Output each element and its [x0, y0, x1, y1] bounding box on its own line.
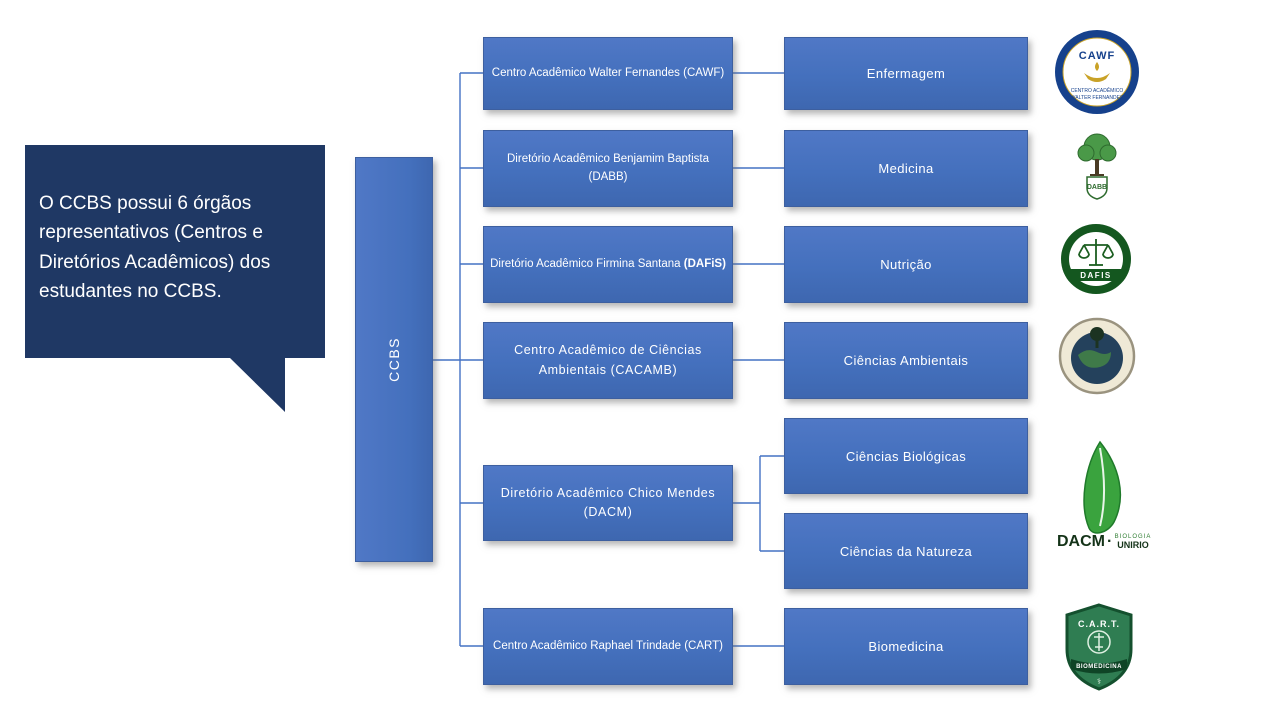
course-box-nutricao: Nutrição [784, 226, 1028, 303]
cacamb-tree-icon [1090, 327, 1104, 348]
course-box-ciencias-ambientais: Ciências Ambientais [784, 322, 1028, 399]
org-box-cacamb: Centro Acadêmico de Ciências Ambientais … [483, 322, 733, 399]
course-box-ciencias-biologicas: Ciências Biológicas [784, 418, 1028, 494]
course-box-label: Biomedicina [868, 639, 944, 654]
course-box-medicina: Medicina [784, 130, 1028, 207]
course-box-label: Ciências da Natureza [839, 543, 973, 559]
dabb-tree-icon [1077, 133, 1117, 176]
course-box-ciencias-da-natureza: Ciências da Natureza [784, 513, 1028, 589]
cart-logo: C.A.R.T. BIOMEDICINA ⚕ [1062, 602, 1136, 697]
cawf-lamp-icon [1084, 73, 1110, 82]
dabb-logo: DABB [1066, 130, 1128, 207]
ccbs-root-label: CCBS [386, 337, 402, 382]
dafis-scales-icon [1078, 239, 1114, 266]
org-box-dacm: Diretório Acadêmico Chico Mendes (DACM) [483, 465, 733, 541]
callout-text: O CCBS possui 6 órgãos representativos (… [39, 193, 271, 303]
course-box-biomedicina: Biomedicina [784, 608, 1028, 685]
cawf-caption-line1: CENTRO ACADÊMICO [1071, 86, 1124, 94]
course-box-enfermagem: Enfermagem [784, 37, 1028, 110]
dacm-abbr: DACM [1057, 533, 1105, 550]
org-box-label: Diretório Acadêmico Firmina Santana (DAF… [490, 256, 726, 274]
org-box-label-bold: (DAFiS) [683, 257, 726, 270]
cacamb-logo [1058, 317, 1136, 400]
cart-caduceus-icon: ⚕ [1097, 677, 1101, 686]
cart-ribbon [1071, 659, 1127, 674]
cawf-abbr: CAWF [1079, 50, 1115, 62]
cart-caption: BIOMEDICINA [1076, 664, 1122, 670]
dafis-abbr: DAFIS [1080, 271, 1112, 280]
org-box-label: Centro Acadêmico Raphael Trindade (CART) [493, 639, 723, 652]
dacm-separator: · [1107, 533, 1112, 550]
org-box-dabb: Diretório Acadêmico Benjamim Baptista (D… [483, 130, 733, 207]
dacm-caption-top: BIOLOGIA [1115, 534, 1152, 540]
org-box-dafis: Diretório Acadêmico Firmina Santana (DAF… [483, 226, 733, 303]
org-box-label: Centro Acadêmico Walter Fernandes (CAWF) [491, 66, 725, 79]
cart-abbr: C.A.R.T. [1078, 619, 1120, 629]
course-box-label: Ciências Biológicas [845, 448, 967, 464]
org-box-label: Centro Acadêmico de Ciências Ambientais … [514, 343, 702, 377]
dabb-shield [1086, 176, 1108, 200]
org-box-cart: Centro Acadêmico Raphael Trindade (CART) [483, 608, 733, 685]
course-box-label: Medicina [878, 161, 934, 176]
callout-bubble: O CCBS possui 6 órgãos representativos (… [25, 145, 325, 415]
dacm-caption-bottom: UNIRIO [1117, 540, 1149, 550]
course-box-label: Nutrição [880, 257, 932, 272]
org-box-cawf: Centro Acadêmico Walter Fernandes (CAWF) [483, 37, 733, 110]
dabb-abbr: DABB [1087, 184, 1107, 191]
dacm-logo: DACM · BIOLOGIA UNIRIO [1043, 438, 1155, 561]
course-box-label: Enfermagem [866, 66, 946, 81]
course-box-label: Ciências Ambientais [843, 353, 969, 368]
org-box-label: Diretório Acadêmico Benjamim Baptista (D… [507, 152, 709, 183]
cawf-caption-line2: WALTER FERNANDES [1071, 95, 1124, 101]
dacm-leaf-icon [1083, 440, 1122, 534]
cawf-logo: CAWF CENTRO ACADÊMICO WALTER FERNANDES [1054, 29, 1140, 120]
dafis-logo: DAFIS [1060, 223, 1132, 300]
cawf-flame-icon [1095, 62, 1099, 71]
org-box-label-text: Diretório Acadêmico Firmina Santana [490, 257, 684, 270]
org-box-label: Diretório Acadêmico Chico Mendes (DACM) [500, 485, 716, 519]
ccbs-root-node: CCBS [355, 157, 433, 562]
cart-emblem-icon [1087, 630, 1111, 654]
